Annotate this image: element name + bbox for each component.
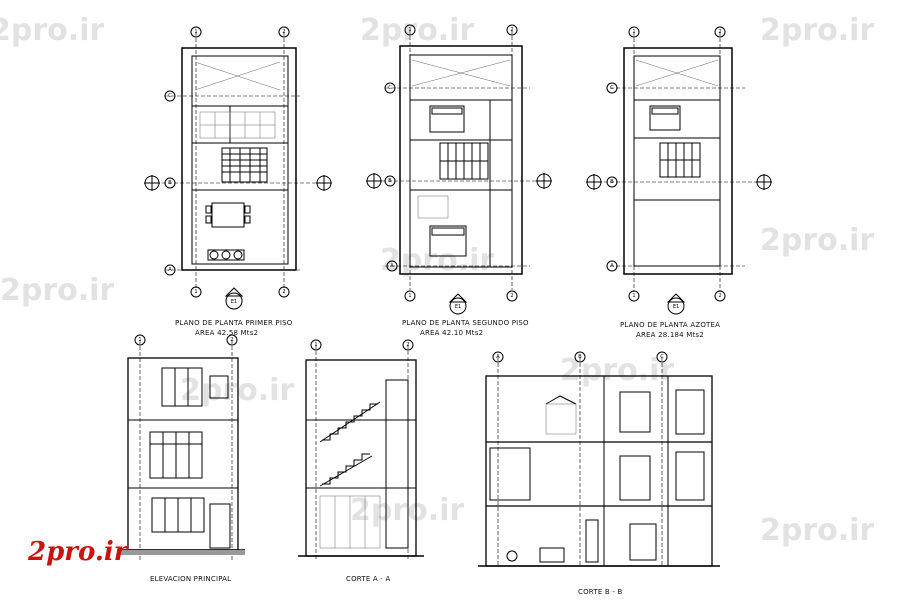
svg-text:E1: E1 bbox=[231, 299, 237, 305]
svg-text:1: 1 bbox=[408, 27, 411, 33]
section-a-a: 1 2 CORTE A - A bbox=[298, 339, 424, 583]
bed bbox=[429, 105, 467, 257]
svg-text:C: C bbox=[610, 85, 614, 91]
front-elevation: 1 2 ELEVACION PRINCIPAL bbox=[120, 334, 245, 583]
furniture bbox=[506, 519, 657, 563]
watermark-text: 2pro.ir bbox=[360, 13, 474, 48]
section-marker-e1: E1 bbox=[666, 293, 686, 315]
watermark-text: 2pro.ir bbox=[380, 243, 494, 278]
watermark-text: 2pro.ir bbox=[350, 493, 464, 528]
svg-text:A: A bbox=[496, 354, 500, 360]
staircase bbox=[221, 147, 268, 183]
watermark-text: 2pro.ir bbox=[760, 13, 874, 48]
svg-text:2: 2 bbox=[510, 27, 513, 33]
plan-title: PLANO DE PLANTA PRIMER PISO bbox=[175, 319, 293, 327]
svg-text:B: B bbox=[388, 178, 392, 184]
watermark-text: 2pro.ir bbox=[180, 373, 294, 408]
svg-text:A: A bbox=[168, 267, 172, 273]
section-marker-e1: E1 bbox=[448, 293, 468, 315]
svg-text:1: 1 bbox=[194, 289, 197, 295]
section-stair bbox=[319, 401, 381, 487]
svg-text:2: 2 bbox=[510, 293, 513, 299]
plan-area: AREA 42.10 Mts2 bbox=[420, 329, 483, 337]
svg-text:C: C bbox=[388, 85, 392, 91]
svg-text:2: 2 bbox=[282, 289, 285, 295]
floor-plan-first: 1 2 1 2 C B A E1 PLANO DE PLANTA PRIMER … bbox=[144, 26, 332, 337]
svg-text:2: 2 bbox=[230, 337, 233, 343]
staircase bbox=[659, 142, 701, 178]
watermark-text: 2pro.ir bbox=[0, 13, 104, 48]
watermark-text: 2pro.ir bbox=[760, 513, 874, 548]
section-b-title: CORTE B - B bbox=[578, 588, 622, 596]
svg-text:2: 2 bbox=[718, 293, 721, 299]
svg-text:A: A bbox=[610, 263, 614, 269]
watermark-logo: 2pro.ir bbox=[27, 537, 130, 567]
svg-text:A: A bbox=[390, 263, 394, 269]
svg-text:1: 1 bbox=[314, 342, 317, 348]
sofa bbox=[207, 249, 245, 261]
svg-text:B: B bbox=[168, 180, 172, 186]
floor-plan-second: 1 2 1 2 C B A E1 PLANO DE PLANTA SEGUNDO… bbox=[366, 24, 552, 337]
svg-text:2: 2 bbox=[282, 29, 285, 35]
watermark-text: 2pro.ir bbox=[760, 223, 874, 258]
svg-text:B: B bbox=[610, 179, 614, 185]
svg-text:1: 1 bbox=[408, 293, 411, 299]
section-b-b: A B C CORTE B - B bbox=[478, 351, 720, 596]
section-marker-e1: E1 bbox=[224, 287, 244, 310]
watermark-text: 2pro.ir bbox=[560, 353, 674, 388]
plan-title: PLANO DE PLANTA AZOTEA bbox=[620, 321, 720, 329]
staircase bbox=[439, 142, 489, 180]
dining-table bbox=[205, 202, 251, 228]
plan-area: AREA 42.58 Mts2 bbox=[195, 329, 258, 337]
svg-text:2: 2 bbox=[718, 29, 721, 35]
svg-text:1: 1 bbox=[194, 29, 197, 35]
watermark-text: 2pro.ir bbox=[0, 273, 114, 308]
svg-text:C: C bbox=[168, 93, 172, 99]
svg-text:E1: E1 bbox=[455, 304, 461, 310]
floor-plan-roof: 1 2 1 2 C B A E1 PLANO DE PLANTA AZOTEA … bbox=[586, 26, 772, 339]
svg-text:1: 1 bbox=[138, 337, 141, 343]
svg-text:C: C bbox=[660, 354, 664, 360]
watermark-layer: 2pro.ir 2pro.ir 2pro.ir 2pro.ir 2pro.ir … bbox=[0, 13, 874, 548]
plan-area: AREA 28.184 Mts2 bbox=[636, 331, 704, 339]
svg-text:1: 1 bbox=[632, 293, 635, 299]
section-a-title: CORTE A - A bbox=[346, 575, 390, 583]
svg-text:B: B bbox=[578, 354, 582, 360]
elevation-title: ELEVACION PRINCIPAL bbox=[150, 575, 231, 583]
plan-title: PLANO DE PLANTA SEGUNDO PISO bbox=[402, 319, 529, 327]
svg-text:2: 2 bbox=[406, 342, 409, 348]
svg-text:E1: E1 bbox=[673, 304, 679, 310]
svg-text:1: 1 bbox=[632, 29, 635, 35]
